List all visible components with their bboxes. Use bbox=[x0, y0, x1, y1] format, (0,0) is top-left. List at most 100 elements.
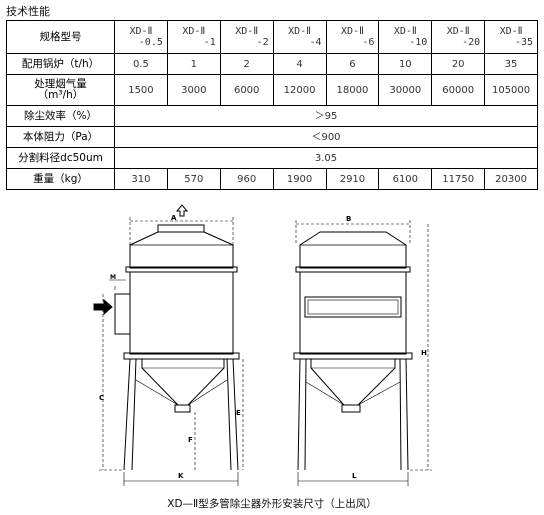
dim-label-b: B bbox=[346, 215, 351, 223]
dim-label-c: C bbox=[99, 394, 104, 402]
model-cell: XD-Ⅱ-6 bbox=[325, 20, 380, 54]
table-row-model: 规格型号 XD-Ⅱ-0.5 XD-Ⅱ-1 XD-Ⅱ-2 XD-Ⅱ-4 XD-Ⅱ-… bbox=[6, 20, 538, 54]
model-line2: -0.5 bbox=[138, 37, 163, 48]
side-view: A M C E F K bbox=[93, 204, 244, 486]
right-leg-front bbox=[399, 358, 409, 471]
row-label: 除尘效率（%） bbox=[6, 105, 115, 127]
inspection-window bbox=[304, 296, 402, 318]
table-cell: 1500 bbox=[114, 74, 168, 106]
table-cell: 0.5 bbox=[114, 53, 168, 75]
table-cell: 960 bbox=[219, 168, 274, 190]
table-row-efficiency: 除尘效率（%） ＞95 bbox=[6, 105, 538, 127]
section-title: 技术性能 bbox=[6, 5, 50, 18]
table-cell: 18000 bbox=[325, 74, 380, 106]
model-line1: XD-Ⅱ bbox=[499, 26, 523, 37]
model-cell: XD-Ⅱ-4 bbox=[272, 20, 327, 54]
outlet-arrow-icon bbox=[175, 204, 189, 217]
table-row-weight: 重量（kg） 310 570 960 1900 2910 6100 11750 … bbox=[6, 168, 538, 190]
row-label: 规格型号 bbox=[6, 20, 115, 54]
model-cell: XD-Ⅱ-35 bbox=[484, 20, 538, 54]
front-view: B H L bbox=[293, 215, 432, 486]
table-row-gas-volume: 处理烟气量（m³/h） 1500 3000 6000 12000 18000 3… bbox=[6, 74, 538, 106]
top-cone-front bbox=[299, 231, 407, 269]
table-cell: 6 bbox=[325, 53, 380, 75]
table-cell: 2910 bbox=[325, 168, 380, 190]
model-line1: XD-Ⅱ bbox=[288, 26, 312, 37]
model-line1: XD-Ⅱ bbox=[235, 26, 259, 37]
table-cell: 12000 bbox=[272, 74, 327, 106]
model-line1: XD-Ⅱ bbox=[182, 26, 206, 37]
dim-label-m: M bbox=[110, 274, 116, 281]
model-cell: XD-Ⅱ-10 bbox=[378, 20, 433, 54]
model-line2: -1 bbox=[203, 37, 216, 48]
body bbox=[129, 271, 234, 355]
row-label: 处理烟气量（m³/h） bbox=[6, 74, 115, 106]
dim-label-h: H bbox=[421, 349, 427, 357]
model-line2: -10 bbox=[409, 37, 428, 48]
table-cell: 20 bbox=[431, 53, 486, 75]
row-label: 配用锅炉（t/h） bbox=[6, 53, 115, 75]
merged-cell: 3.05 bbox=[114, 147, 538, 169]
model-cell: XD-Ⅱ-2 bbox=[219, 20, 274, 54]
table-cell: 2 bbox=[219, 53, 274, 75]
body-front bbox=[299, 271, 407, 355]
hopper bbox=[141, 359, 225, 406]
row-label: 本体阻力（Pa） bbox=[6, 126, 115, 148]
dim-label-e: E bbox=[236, 409, 241, 417]
table-row-resistance: 本体阻力（Pa） ＜900 bbox=[6, 126, 538, 148]
outlet-pipe bbox=[157, 224, 205, 233]
merged-cell: ＞95 bbox=[114, 105, 538, 127]
model-cell: XD-Ⅱ-20 bbox=[431, 20, 486, 54]
dust-collector-drawing: A M C E F K B H bbox=[93, 204, 432, 486]
table-row-boiler: 配用锅炉（t/h） 0.5 1 2 4 6 10 20 35 bbox=[6, 53, 538, 75]
model-line2: -2 bbox=[256, 37, 269, 48]
right-leg bbox=[226, 358, 239, 471]
merged-cell: ＜900 bbox=[114, 126, 538, 148]
table-cell: 20300 bbox=[484, 168, 538, 190]
table-cell: 1 bbox=[166, 53, 221, 75]
hopper-front bbox=[310, 359, 396, 406]
table-cell: 105000 bbox=[484, 74, 538, 106]
table-cell: 3000 bbox=[166, 74, 221, 106]
dim-label-k: K bbox=[178, 472, 184, 480]
discharge-outlet-front bbox=[341, 404, 361, 413]
table-cell: 1900 bbox=[272, 168, 327, 190]
dim-label-f: F bbox=[188, 436, 193, 444]
row-label: 分割料径dc50um bbox=[6, 147, 115, 169]
model-line1: XD-Ⅱ bbox=[446, 26, 470, 37]
model-line2: -20 bbox=[462, 37, 481, 48]
model-line1: XD-Ⅱ bbox=[129, 26, 153, 37]
row-label-line1: 处理烟气量 bbox=[34, 78, 87, 90]
table-cell: 60000 bbox=[431, 74, 486, 106]
table-cell: 4 bbox=[272, 53, 327, 75]
left-leg-front bbox=[297, 358, 307, 471]
model-line1: XD-Ⅱ bbox=[393, 26, 417, 37]
table-cell: 35 bbox=[484, 53, 538, 75]
table-cell: 310 bbox=[114, 168, 168, 190]
figure-caption: XD—Ⅱ型多管除尘器外形安装尺寸（上出风） bbox=[167, 498, 377, 510]
top-cone bbox=[129, 231, 234, 269]
inlet-pipe bbox=[114, 293, 131, 335]
dim-label-a: A bbox=[171, 214, 177, 222]
model-cell: XD-Ⅱ-0.5 bbox=[114, 20, 168, 54]
dim-label-l: L bbox=[352, 472, 357, 480]
model-line2: -35 bbox=[514, 37, 533, 48]
table-cell: 570 bbox=[166, 168, 221, 190]
table-row-cut-size: 分割料径dc50um 3.05 bbox=[6, 147, 538, 169]
model-cell: XD-Ⅱ-1 bbox=[166, 20, 221, 54]
table-cell: 6100 bbox=[378, 168, 433, 190]
lower-flange-front bbox=[293, 352, 413, 360]
discharge-outlet bbox=[174, 404, 191, 413]
spec-table: 规格型号 XD-Ⅱ-0.5 XD-Ⅱ-1 XD-Ⅱ-2 XD-Ⅱ-4 XD-Ⅱ-… bbox=[6, 20, 538, 190]
row-label: 重量（kg） bbox=[6, 168, 115, 190]
table-cell: 10 bbox=[378, 53, 433, 75]
model-line2: -6 bbox=[362, 37, 375, 48]
lower-flange bbox=[123, 352, 240, 360]
table-cell: 11750 bbox=[431, 168, 486, 190]
table-cell: 30000 bbox=[378, 74, 433, 106]
model-line2: -4 bbox=[309, 37, 322, 48]
model-line1: XD-Ⅱ bbox=[340, 26, 364, 37]
row-label-line2: （m³/h） bbox=[37, 89, 84, 101]
table-cell: 6000 bbox=[219, 74, 274, 106]
left-leg bbox=[123, 358, 137, 471]
